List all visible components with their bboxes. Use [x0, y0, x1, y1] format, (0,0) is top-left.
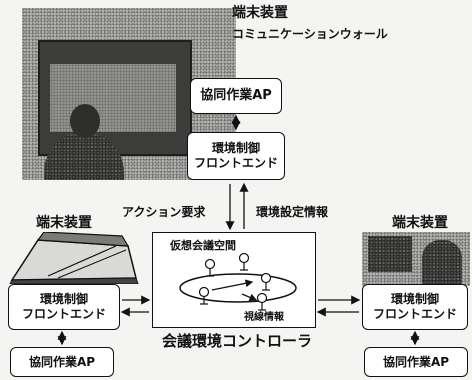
top-terminal-title: 端末装置: [232, 5, 288, 21]
top-frontend-line1: 環境制御: [211, 141, 260, 155]
right-monitor: [368, 236, 412, 272]
person-head: [70, 104, 100, 138]
top-collab-ap-label: 協同作業AP: [200, 87, 272, 103]
left-collab-ap-box: 協同作業AP: [10, 347, 114, 377]
action-request-label: アクション要求: [122, 205, 206, 219]
top-frontend-box: 環境制御 フロントエンド: [187, 132, 285, 180]
left-frontend-line2: フロントエンド: [21, 307, 106, 321]
controller-box: [152, 232, 316, 328]
controller-label: 会議環境コントローラ: [162, 332, 313, 350]
left-collab-ap-label: 協同作業AP: [28, 354, 96, 369]
right-person: [422, 240, 462, 286]
right-frontend-line1: 環境制御: [390, 292, 439, 306]
right-collab-ap-label: 協同作業AP: [382, 354, 450, 369]
left-frontend-line1: 環境制御: [39, 292, 88, 306]
virtual-space-illustration: [179, 252, 297, 311]
gaze-info-label: 視線情報: [244, 312, 284, 323]
env-settings-label: 環境設定情報: [256, 205, 329, 219]
avatar-figures: [198, 252, 272, 311]
left-terminal-title: 端末装置: [36, 215, 92, 231]
right-collab-ap-box: 協同作業AP: [364, 347, 468, 377]
right-frontend-line2: フロントエンド: [372, 307, 457, 321]
right-terminal-title: 端末装置: [392, 215, 448, 231]
right-frontend-box: 環境制御 フロントエンド: [362, 284, 468, 330]
left-frontend-box: 環境制御 フロントエンド: [8, 284, 120, 330]
top-terminal-subtitle: コミュニケーションウォール: [232, 27, 388, 41]
virtual-space-label: 仮想会議空間: [170, 239, 236, 252]
left-device-illustration: [9, 232, 139, 284]
top-frontend-line2: フロントエンド: [193, 156, 278, 170]
top-collab-ap-box: 協同作業AP: [190, 78, 282, 114]
